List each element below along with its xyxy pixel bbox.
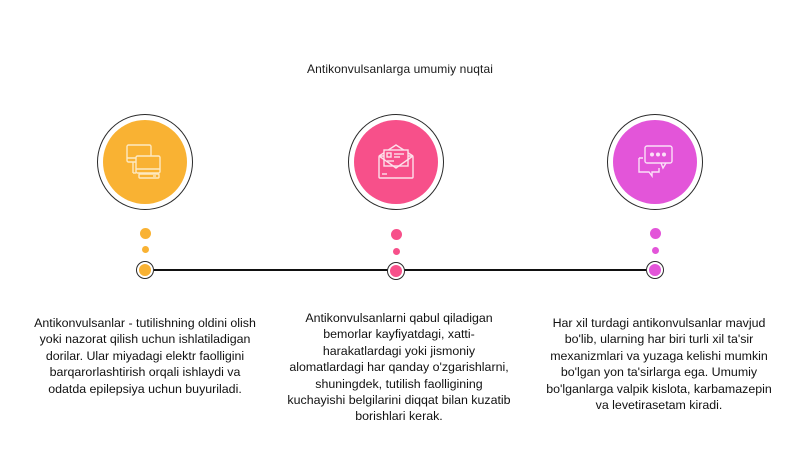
connector-dot-large	[140, 228, 151, 239]
connector-dot-large	[650, 228, 661, 239]
node-1-description: Antikonvulsanlar - tutilishning oldini o…	[34, 316, 256, 396]
connector-dot-small	[652, 247, 659, 254]
node-2-description: Antikonvulsanlarni qabul qiladigan bemor…	[287, 311, 511, 424]
icon-disc	[613, 120, 697, 204]
icon-disc	[354, 120, 438, 204]
connector-dot-small	[393, 248, 400, 255]
diagram-title: Antikonvulsanlarga umumiy nuqtai	[307, 62, 493, 76]
icon-circle	[97, 114, 193, 210]
monitors-icon	[126, 144, 161, 179]
timeline-marker	[646, 261, 664, 279]
icon-circle	[348, 114, 444, 210]
chat-bubbles-icon	[638, 145, 673, 179]
node-3-description: Har xil turdagi antikonvulsanlar mavjud …	[546, 316, 772, 413]
envelope-icon	[378, 144, 414, 179]
connector-dot-small	[142, 246, 149, 253]
connector-dot-large	[391, 229, 402, 240]
timeline-marker	[136, 261, 154, 279]
timeline-marker	[387, 262, 405, 280]
icon-circle	[607, 114, 703, 210]
icon-disc	[103, 120, 187, 204]
